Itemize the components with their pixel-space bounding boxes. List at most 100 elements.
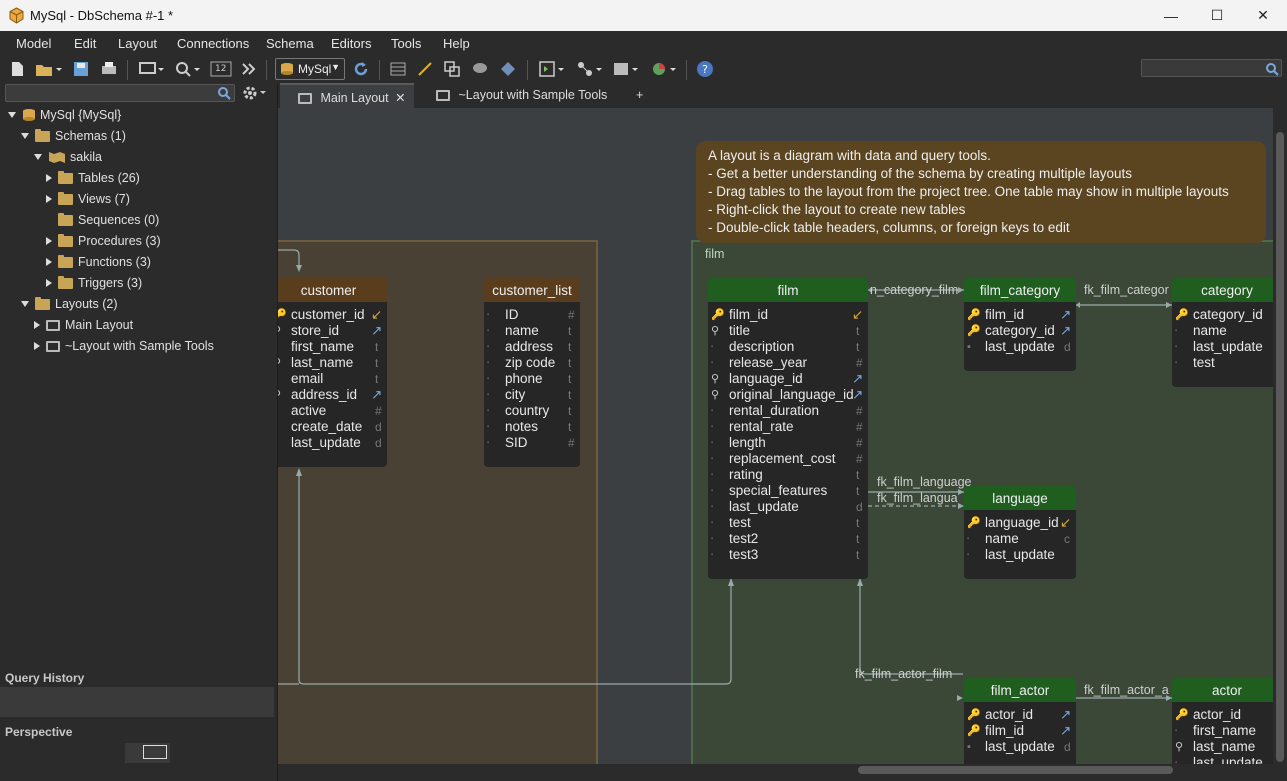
table-category[interactable]: category🔑category_id▪name▪last_update▪te… <box>1172 278 1273 387</box>
table-header[interactable]: film <box>708 278 868 302</box>
refresh-icon[interactable] <box>352 60 370 78</box>
table-column[interactable]: phone <box>505 371 543 386</box>
tree-item-functions[interactable]: Functions (3) <box>46 252 151 272</box>
table-actor[interactable]: actor🔑actor_id▪first_name⚲last_name▪last… <box>1172 678 1273 764</box>
db-selector[interactable]: MySql ▼ <box>275 58 345 80</box>
layout-tips-note[interactable]: A layout is a diagram with data and quer… <box>696 141 1266 243</box>
tree-item-sequences[interactable]: Sequences (0) <box>58 210 159 230</box>
minimize-button[interactable]: — <box>1164 7 1178 24</box>
table-column[interactable]: first_name <box>1193 723 1257 738</box>
gear-icon[interactable] <box>242 85 268 101</box>
table-column[interactable]: release_year <box>729 355 808 370</box>
table-column[interactable]: last_name <box>1193 739 1256 754</box>
table-column[interactable]: address <box>505 339 554 354</box>
vertical-scrollbar[interactable] <box>1273 108 1287 764</box>
fk-label[interactable]: fk_film_actor_film <box>855 667 953 681</box>
table-column[interactable]: length <box>729 435 766 450</box>
table-column[interactable]: name <box>505 323 539 338</box>
table-column[interactable]: last_update <box>985 739 1055 754</box>
table-column[interactable]: address_id <box>291 387 358 402</box>
tab-sample-layout[interactable]: ~Layout with Sample Tools <box>434 83 614 108</box>
table-column[interactable]: rental_rate <box>729 419 794 434</box>
table-column[interactable]: notes <box>505 419 539 434</box>
table-header[interactable]: film_actor <box>964 678 1076 702</box>
new-file-icon[interactable] <box>8 60 26 78</box>
menu-help[interactable]: Help <box>443 36 470 51</box>
fk-label[interactable]: fk_film_langua <box>877 491 958 505</box>
table-column[interactable]: category_id <box>1193 307 1263 322</box>
menu-layout[interactable]: Layout <box>118 36 158 51</box>
print-icon[interactable] <box>100 60 118 78</box>
shape-icon[interactable] <box>499 60 517 78</box>
table-column[interactable]: last_update <box>985 547 1055 562</box>
table-column[interactable]: language_id <box>729 371 803 386</box>
table-column[interactable]: last_update <box>985 339 1055 354</box>
table-header[interactable]: category <box>1172 278 1273 302</box>
callout-icon[interactable] <box>471 60 489 78</box>
chart-icon[interactable] <box>650 60 678 78</box>
save-icon[interactable] <box>72 60 90 78</box>
table-column[interactable]: name <box>985 531 1019 546</box>
query-history-header[interactable]: Query History <box>5 671 85 685</box>
table-column[interactable]: actor_id <box>1193 707 1242 722</box>
menu-connections[interactable]: Connections <box>177 36 250 51</box>
close-icon[interactable]: ✕ <box>395 91 406 105</box>
table-column[interactable]: test3 <box>729 547 759 562</box>
fk-label[interactable]: fk_film_categor <box>1084 283 1169 297</box>
tree-item-tables[interactable]: Tables (26) <box>46 168 140 188</box>
horizontal-scroll-thumb[interactable] <box>858 766 1173 774</box>
menu-editors[interactable]: Editors <box>331 36 372 51</box>
table-column[interactable]: test <box>1193 355 1215 370</box>
tab-main-layout[interactable]: Main Layout ✕ <box>280 83 414 108</box>
table-column[interactable]: title <box>729 323 751 338</box>
table-column[interactable]: last_name <box>291 355 354 370</box>
fk-label[interactable]: fk_film_language <box>877 475 972 489</box>
tree-item-schemas[interactable]: Schemas (1) <box>21 126 126 146</box>
table-column[interactable]: ID <box>505 307 519 322</box>
table-column[interactable]: special_features <box>729 483 828 498</box>
table-column[interactable]: last_update <box>1193 339 1263 354</box>
table-column[interactable]: country <box>505 403 550 418</box>
table-column[interactable]: description <box>729 339 795 354</box>
table-icon[interactable] <box>389 60 407 78</box>
table-column[interactable]: film_id <box>985 307 1025 322</box>
table-column[interactable]: name <box>1193 323 1227 338</box>
table-column[interactable]: last_update <box>291 435 361 450</box>
more-icon[interactable] <box>240 60 258 78</box>
table-column[interactable]: test <box>729 515 751 530</box>
add-tab-button[interactable]: + <box>636 88 644 102</box>
table-column[interactable]: zip code <box>505 355 556 370</box>
table-column[interactable]: test2 <box>729 531 759 546</box>
table-column[interactable]: first_name <box>291 339 355 354</box>
table-header[interactable]: actor <box>1172 678 1273 702</box>
relational-browse-icon[interactable] <box>576 60 604 78</box>
table-column[interactable]: active <box>291 403 327 418</box>
table-column[interactable]: SID <box>505 435 528 450</box>
diagram-canvas[interactable]: film A layou <box>278 108 1273 764</box>
table-film-category[interactable]: film_category🔑film_id🔑category_id▪last_u… <box>964 278 1076 371</box>
zoom-level-icon[interactable] <box>210 60 232 78</box>
tree-search-input[interactable] <box>5 84 235 102</box>
menu-edit[interactable]: Edit <box>74 36 97 51</box>
table-column[interactable]: film_id <box>985 723 1025 738</box>
table-column[interactable]: original_language_id <box>729 387 854 402</box>
table-column[interactable]: film_id <box>729 307 769 322</box>
table-column[interactable]: email <box>291 371 324 386</box>
fk-label[interactable]: n_category_film <box>870 283 959 297</box>
tree-item-mysql[interactable]: MySql {MySql} <box>8 105 121 125</box>
tree-item-procedures[interactable]: Procedures (3) <box>46 231 161 251</box>
help-icon[interactable]: ? <box>696 60 714 78</box>
fk-label[interactable]: fk_film_actor_a <box>1084 683 1169 697</box>
table-column[interactable]: last_update <box>729 499 799 514</box>
close-window-button[interactable]: ✕ <box>1257 7 1269 23</box>
table-column[interactable]: city <box>505 387 526 402</box>
table-header[interactable]: film_category <box>964 278 1076 302</box>
menu-schema[interactable]: Schema <box>266 36 314 51</box>
table-column[interactable]: customer_id <box>291 307 365 322</box>
data-explorer-icon[interactable] <box>612 60 640 78</box>
perspective-preview[interactable] <box>125 743 170 763</box>
maximize-button[interactable]: ☐ <box>1210 7 1224 23</box>
